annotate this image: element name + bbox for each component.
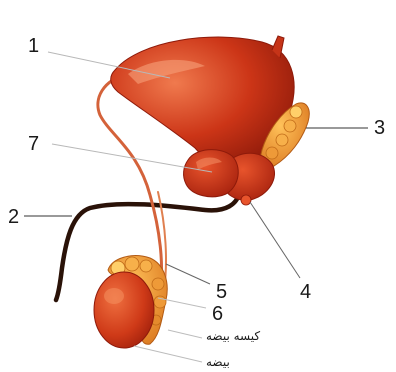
label-3: 3 [374, 118, 385, 138]
label-testis: بیضه [206, 356, 230, 368]
leader-line-7 [52, 144, 212, 172]
leader-line-4 [250, 202, 300, 278]
label-5: 5 [216, 282, 227, 302]
bulbourethral-gland-shape [241, 195, 251, 205]
gland-7-shape [184, 150, 239, 197]
testis-group [94, 256, 167, 348]
leader-line-5 [166, 264, 210, 284]
label-4: 4 [300, 282, 311, 302]
leader-line-testis [134, 346, 202, 362]
label-scrotum: کیسه بیضه [206, 330, 260, 342]
label-6: 6 [212, 304, 223, 324]
label-1: 1 [28, 36, 39, 56]
label-7: 7 [28, 134, 39, 154]
label-2: 2 [8, 207, 19, 227]
leader-line-scrotum [168, 330, 202, 338]
